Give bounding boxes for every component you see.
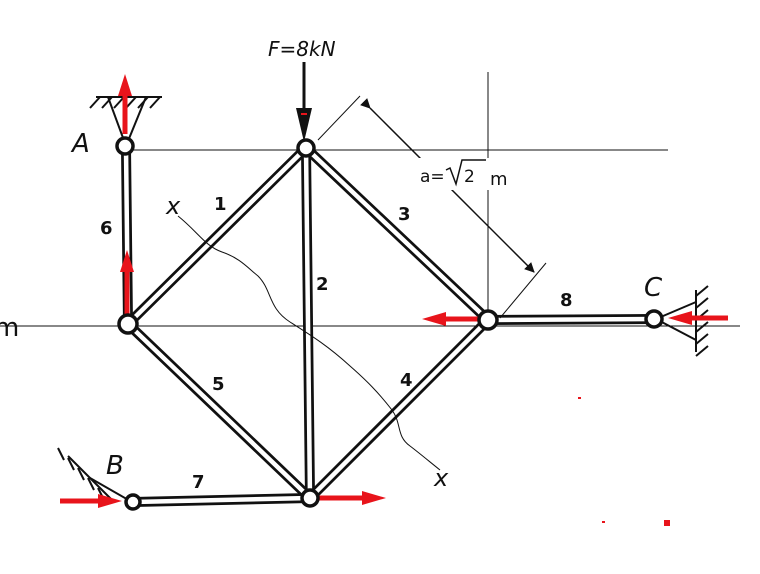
construction-lines bbox=[0, 72, 740, 327]
member-7 bbox=[128, 493, 315, 507]
joints bbox=[115, 136, 664, 511]
member-8 bbox=[483, 314, 659, 325]
member-label-4: 4 bbox=[400, 370, 413, 391]
member-label-6: 6 bbox=[100, 218, 113, 239]
dimension-label: a= 2 m bbox=[420, 159, 508, 190]
member-label-7: 7 bbox=[192, 472, 205, 493]
reaction-a-arrow bbox=[118, 74, 132, 134]
joint-bottom bbox=[300, 488, 320, 508]
member-label-1: 1 bbox=[214, 194, 227, 215]
reaction-bottom-arrow bbox=[318, 491, 386, 505]
reaction-arrows bbox=[60, 74, 728, 508]
joint-left bbox=[117, 313, 139, 335]
member-2 bbox=[301, 143, 315, 503]
stray-marks bbox=[578, 397, 670, 526]
load-label: F=8kN bbox=[268, 37, 336, 61]
section-cut-line bbox=[177, 215, 441, 471]
joint-top bbox=[296, 138, 316, 158]
support-b bbox=[57, 447, 133, 503]
joint-a bbox=[115, 136, 135, 156]
reaction-c-arrow bbox=[668, 311, 728, 325]
member-label-8: 8 bbox=[560, 290, 573, 311]
section-label-top: x bbox=[165, 192, 181, 220]
reaction-vertical-arrow bbox=[120, 250, 134, 314]
member-label-5: 5 bbox=[212, 374, 225, 395]
dimension-prefix: a= bbox=[420, 167, 445, 187]
support-c-label: C bbox=[644, 273, 663, 303]
member-label-3: 3 bbox=[398, 204, 411, 225]
joint-right bbox=[477, 309, 499, 331]
member-4 bbox=[305, 315, 493, 503]
support-b-label: B bbox=[106, 451, 124, 481]
member-label-2: 2 bbox=[316, 274, 329, 295]
support-a-label: A bbox=[70, 129, 90, 159]
truss-members bbox=[121, 143, 659, 507]
dimension-value: 2 bbox=[464, 167, 475, 187]
joint-c bbox=[644, 309, 664, 329]
section-label-bottom: x bbox=[433, 464, 449, 492]
dimension-line bbox=[317, 95, 547, 319]
edge-text: m bbox=[0, 313, 19, 343]
reaction-b-arrow bbox=[60, 494, 122, 508]
dimension-unit: m bbox=[490, 169, 508, 190]
joint-b bbox=[124, 493, 142, 511]
load-arrow bbox=[296, 62, 312, 142]
member-1 bbox=[123, 143, 311, 329]
member-5 bbox=[123, 319, 315, 503]
reaction-mid-arrow bbox=[422, 312, 480, 326]
